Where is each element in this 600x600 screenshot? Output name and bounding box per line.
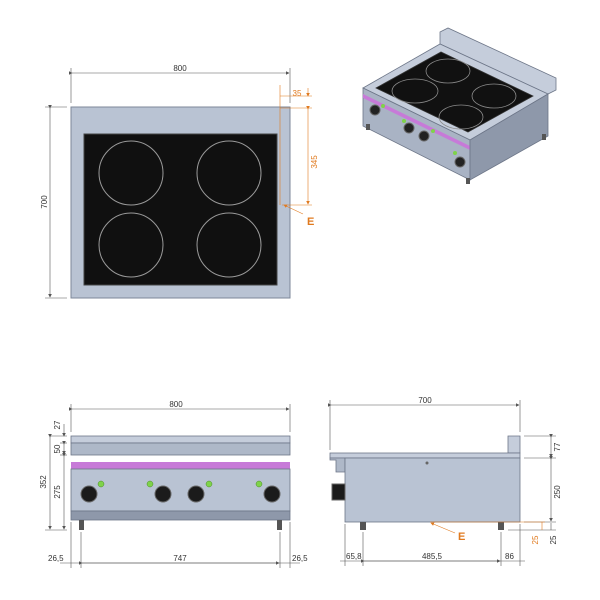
side-foot-left (360, 522, 366, 530)
front-indicator-1 (97, 480, 105, 488)
front-bottom-right-label: 26,5 (292, 554, 308, 563)
front-knob-4 (263, 485, 281, 503)
front-indicator-4 (255, 480, 263, 488)
iso-foot-right (466, 178, 470, 184)
side-knob (331, 483, 346, 501)
cooking-zone-front-right (196, 212, 262, 278)
side-foot-right (498, 522, 504, 530)
front-foot-left (79, 520, 84, 530)
front-top-band (70, 442, 291, 456)
side-view: 700 77 250 25 25 65,8 485,5 86 E (328, 396, 562, 566)
top-depth-label: 700 (40, 195, 49, 209)
iso-right-side (469, 93, 549, 181)
side-25-label: 25 (549, 535, 558, 544)
top-connection-leader (283, 204, 304, 215)
front-height-27-label: 27 (53, 420, 62, 429)
side-backsplash (507, 435, 521, 454)
front-height-275-label: 275 (53, 485, 62, 499)
side-bottom-left-label: 65,8 (346, 552, 362, 561)
cooking-zone-front-left (98, 212, 164, 278)
front-top-rim (70, 435, 291, 444)
side-top-edge (329, 452, 521, 459)
side-body (344, 457, 521, 523)
front-height-352-label: 352 (39, 475, 48, 489)
cooking-zone-rear-left (98, 140, 164, 206)
front-knob-1 (80, 485, 98, 503)
front-bottom-left-label: 26,5 (48, 554, 64, 563)
front-bottom-middle-label: 747 (173, 554, 187, 563)
top-right-345-label: 345 (310, 155, 319, 169)
side-screw (425, 461, 429, 465)
front-knob-3 (187, 485, 205, 503)
front-width-label: 800 (169, 400, 183, 409)
front-knob-2 (154, 485, 172, 503)
front-purple-strip (71, 462, 290, 469)
iso-zone-3 (438, 104, 484, 130)
front-indicator-2 (146, 480, 154, 488)
side-77-label: 77 (553, 442, 562, 451)
iso-knob-2 (403, 122, 415, 134)
top-width-label: 800 (173, 64, 187, 73)
iso-indicator-4 (453, 151, 457, 155)
front-height-50-label: 50 (53, 444, 62, 453)
front-panel (70, 468, 291, 512)
side-bottom-middle-label: 485,5 (422, 552, 443, 561)
front-foot-right (277, 520, 282, 530)
cooking-zone-rear-right (196, 140, 262, 206)
iso-foot-left (366, 124, 370, 130)
top-view-hob-glass (83, 133, 278, 286)
iso-foot-back (542, 134, 546, 140)
isometric-view (362, 27, 557, 184)
iso-hob-glass (375, 51, 534, 133)
iso-knob-1 (369, 104, 381, 116)
iso-zone-4 (471, 83, 517, 109)
side-connection-leader (430, 522, 456, 534)
iso-purple-strip (363, 94, 470, 150)
iso-indicator-3 (431, 129, 435, 133)
front-base-rail (70, 510, 291, 521)
top-view: 800 700 35 345 E (40, 64, 319, 299)
iso-indicator-2 (402, 119, 406, 123)
side-front-lip (329, 457, 346, 473)
iso-zone-2 (425, 58, 471, 84)
front-view: 800 27 50 275 352 26,5 747 26,5 (39, 400, 308, 568)
side-bottom-right-label: 86 (505, 552, 514, 561)
iso-knob-3 (418, 130, 430, 142)
side-250-label: 250 (553, 485, 562, 499)
iso-zone-1 (391, 78, 439, 104)
top-right-35-label: 35 (293, 89, 302, 98)
top-connection-label: E (307, 216, 314, 228)
side-25-orange-label: 25 (531, 535, 540, 544)
side-depth-label: 700 (418, 396, 432, 405)
front-indicator-3 (205, 480, 213, 488)
iso-knob-4 (454, 156, 466, 168)
iso-indicator-1 (381, 104, 385, 108)
side-connection-label: E (458, 531, 465, 543)
